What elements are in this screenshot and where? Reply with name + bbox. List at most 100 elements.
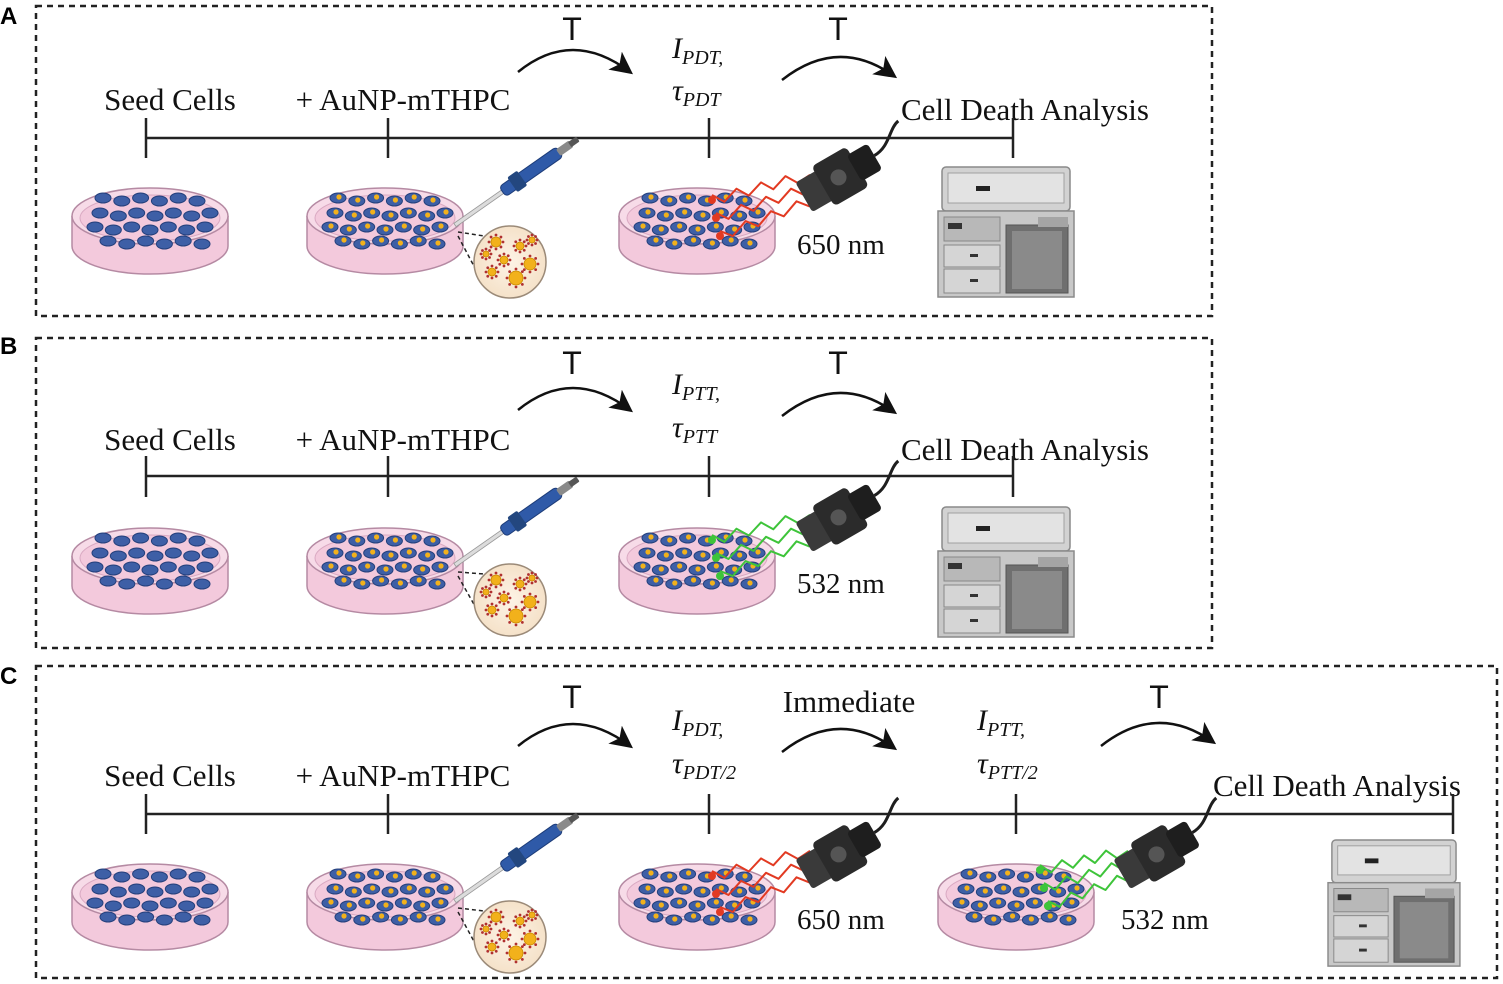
cell <box>94 192 112 204</box>
cell <box>201 207 219 219</box>
cell <box>123 897 141 909</box>
nanoparticle <box>420 566 426 572</box>
nanoparticle <box>728 913 734 919</box>
cell <box>169 868 187 880</box>
nanoparticle <box>365 223 371 229</box>
nanoparticle <box>351 888 357 894</box>
petri-dish <box>306 187 464 275</box>
cell <box>196 561 214 573</box>
intensity-parameter: IPTT, <box>976 704 1025 741</box>
nanoparticle <box>737 552 743 558</box>
nanoparticle-zoom <box>457 900 547 974</box>
nanoparticle <box>383 566 389 572</box>
nanoparticle <box>653 237 659 243</box>
panel-a-border <box>34 4 1214 318</box>
cell <box>188 871 206 883</box>
nanoparticle <box>397 240 403 246</box>
transition-label: T <box>562 345 582 381</box>
nanoparticle <box>438 223 444 229</box>
cell <box>150 535 168 547</box>
cell <box>109 210 127 222</box>
nanoparticle <box>658 566 664 572</box>
nanoparticle <box>709 240 716 246</box>
nanoparticle <box>691 237 697 243</box>
nanoparticle <box>709 916 716 922</box>
cell <box>123 561 141 573</box>
nanoparticle <box>742 197 748 203</box>
nanoparticle <box>737 212 743 218</box>
cell <box>164 883 182 895</box>
nanoparticle <box>336 194 342 200</box>
nanoparticle <box>346 226 352 232</box>
nanoparticle <box>392 197 398 203</box>
nanoparticle <box>1001 885 1007 891</box>
nanoparticle <box>351 212 357 218</box>
nanoparticle <box>1074 885 1080 891</box>
nanoparticle <box>1010 913 1016 919</box>
cell <box>201 883 219 895</box>
nanoparticle <box>401 223 407 229</box>
nanoparticle <box>718 885 724 891</box>
cell <box>193 578 211 590</box>
cell <box>196 221 214 233</box>
nanoparticle <box>328 223 334 229</box>
nanoparticle <box>737 888 743 894</box>
nanoparticle <box>964 885 970 891</box>
nanoparticle <box>653 913 659 919</box>
cell <box>91 883 109 895</box>
nanoparticle <box>648 870 654 876</box>
nanoparticle <box>351 552 357 558</box>
pipette-icon <box>453 136 580 228</box>
nanoparticle <box>435 580 441 586</box>
nanoparticle <box>700 552 706 558</box>
nanoparticle <box>677 563 683 569</box>
step-label: Seed Cells <box>104 82 236 117</box>
petri-dish <box>618 863 776 951</box>
cell <box>164 547 182 559</box>
nanoparticle <box>667 873 673 879</box>
nanoparticle <box>383 226 389 232</box>
panel-c-letter: C <box>0 663 17 690</box>
nanoparticle <box>425 212 431 218</box>
pipette-icon <box>453 812 580 904</box>
transition-label: T <box>828 345 848 381</box>
cell <box>174 911 192 923</box>
cell <box>188 195 206 207</box>
cell <box>141 224 159 236</box>
nanoparticle <box>383 902 389 908</box>
nanoparticle <box>695 902 701 908</box>
pipette-icon <box>453 476 580 568</box>
nanoparticle <box>959 899 965 905</box>
nanoparticle <box>677 899 683 905</box>
transition-label: T <box>562 11 582 47</box>
transition-label: Immediate <box>783 684 916 719</box>
laser-icon <box>796 796 900 889</box>
duration-parameter: τPTT/2 <box>977 747 1038 784</box>
light-beams <box>708 173 823 240</box>
cell <box>169 192 187 204</box>
nanoparticle <box>388 552 394 558</box>
nanoparticle <box>682 885 688 891</box>
nanoparticle <box>406 549 412 555</box>
nanoparticle <box>677 223 683 229</box>
nanoparticle <box>1069 899 1075 905</box>
nanoparticle <box>392 873 398 879</box>
cell <box>174 235 192 247</box>
nanoparticle <box>416 913 422 919</box>
cell <box>169 532 187 544</box>
nanoparticle <box>755 549 761 555</box>
nanoparticle <box>695 226 701 232</box>
panel-b: B T T IPTT, τPTT Seed Cells + AuNP-mTHPC… <box>0 333 1214 650</box>
cell <box>109 550 127 562</box>
cell <box>113 195 131 207</box>
nanoparticle <box>732 902 738 908</box>
nanoparticle <box>1066 916 1072 922</box>
nanoparticle <box>1056 888 1062 894</box>
petri-dish <box>937 863 1095 951</box>
panel-a: A T T IPDT, τPDT Seed Cells + AuNP-mTHPC… <box>0 3 1214 318</box>
nanoparticle <box>379 577 385 583</box>
nanoparticle <box>742 537 748 543</box>
nanoparticle <box>370 209 376 215</box>
nanoparticle <box>397 916 403 922</box>
